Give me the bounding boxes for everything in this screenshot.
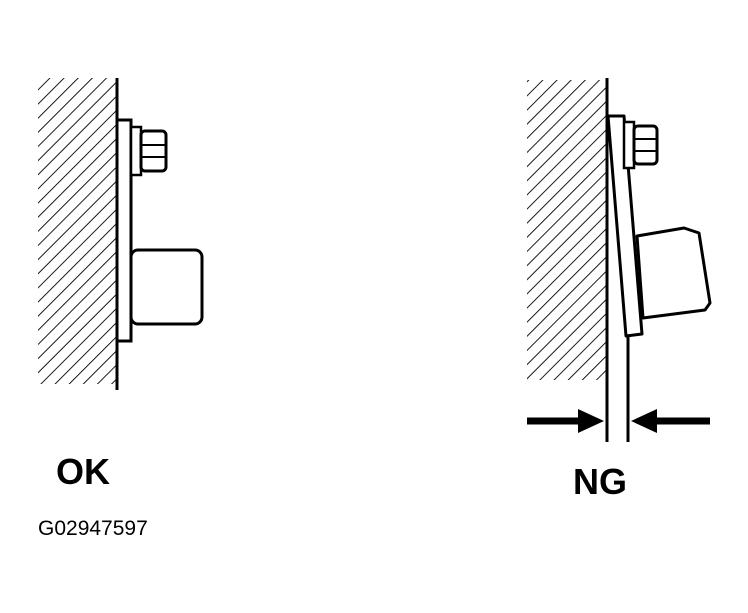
ng-wall-hatch — [527, 80, 607, 380]
ok-label: OK — [56, 451, 110, 492]
ok-assembly — [38, 78, 204, 390]
ng-label: NG — [573, 461, 627, 502]
ok-wall-hatch — [38, 78, 117, 384]
figure-code: G02947597 — [38, 517, 148, 540]
ok-bracket-plate — [115, 118, 133, 343]
ok-bolt-head — [139, 129, 168, 173]
ok-component-block — [129, 248, 204, 326]
ng-gap-arrow-right — [631, 409, 710, 433]
ng-bolt-head — [632, 124, 659, 166]
ng-bracket-plate — [606, 114, 644, 338]
ng-component-block — [635, 226, 712, 320]
ng-gap-arrow-left — [527, 409, 604, 433]
ng-assembly — [527, 78, 712, 442]
